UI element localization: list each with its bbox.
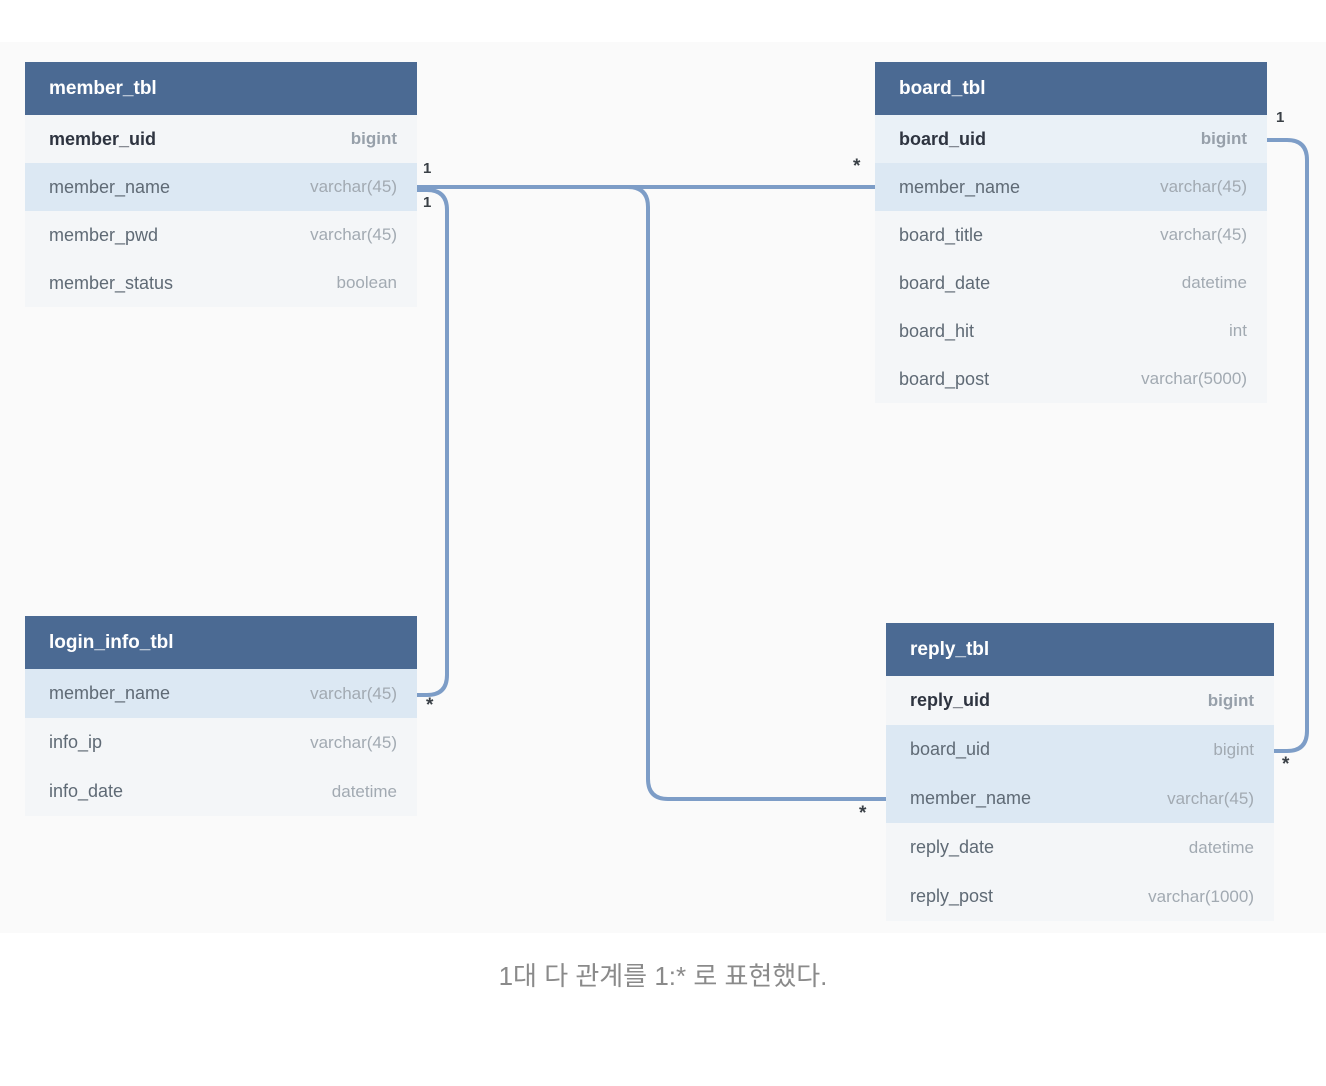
column-name: member_name: [49, 176, 171, 197]
column-name: member_name: [49, 683, 171, 703]
column-name: reply_post: [910, 886, 994, 906]
table-row: info_date datetime: [25, 767, 417, 816]
column-name: board_uid: [899, 128, 987, 149]
column-name: board_post: [899, 368, 990, 389]
column-name: board_title: [899, 224, 984, 245]
table-row: info_ip varchar(45): [25, 718, 417, 767]
column-type: varchar(45): [1160, 177, 1247, 196]
column-type: bigint: [1213, 739, 1254, 759]
table-row: board_title varchar(45): [875, 211, 1267, 259]
table-row: member_status boolean: [25, 259, 417, 307]
table-title-reply_tbl: reply_tbl: [886, 623, 1274, 676]
column-name: member_uid: [49, 128, 157, 149]
column-type: datetime: [1181, 273, 1247, 292]
table-reply_tbl: reply_tbl reply_uid bigint board_uid big…: [886, 623, 1274, 921]
cardinality-label-board-reply-many: *: [1282, 754, 1290, 775]
table-row: member_pwd varchar(45): [25, 211, 417, 259]
table-board_tbl: board_tbl board_uid bigint member_name v…: [875, 62, 1267, 403]
table-row: board_uid bigint: [875, 115, 1267, 163]
column-name: member_pwd: [49, 224, 159, 245]
column-type: varchar(1000): [1148, 886, 1254, 906]
column-name: board_uid: [910, 739, 991, 759]
relationship-line-member-login: [417, 188, 449, 697]
column-name: reply_uid: [910, 690, 991, 710]
table-row: reply_date datetime: [886, 823, 1274, 872]
column-type: varchar(45): [310, 732, 397, 752]
table-row: board_date datetime: [875, 259, 1267, 307]
table-row: board_uid bigint: [886, 725, 1274, 774]
column-name: board_hit: [899, 320, 975, 341]
table-row: member_name varchar(45): [886, 774, 1274, 823]
table-row: member_name varchar(45): [875, 163, 1267, 211]
table-row: member_name varchar(45): [25, 163, 417, 211]
column-type: datetime: [1188, 837, 1254, 857]
relationship-line-member-reply: [417, 185, 886, 801]
column-name: member_status: [49, 272, 174, 293]
column-type: int: [1229, 321, 1247, 340]
erd-canvas: member_tbl member_uid bigint member_name…: [0, 42, 1326, 933]
table-row: reply_post varchar(1000): [886, 872, 1274, 921]
column-type: datetime: [331, 781, 397, 801]
column-type: boolean: [336, 273, 397, 292]
table-row: board_hit int: [875, 307, 1267, 355]
caption: 1대 다 관계를 1:* 로 표현했다.: [498, 961, 828, 991]
table-row: reply_uid bigint: [886, 676, 1274, 725]
column-type: bigint: [1200, 129, 1247, 148]
cardinality-label-member-board-many: *: [853, 156, 861, 177]
column-type: varchar(45): [310, 177, 397, 196]
column-type: varchar(45): [1167, 788, 1254, 808]
cardinality-label-board-reply-1: 1: [1276, 109, 1285, 126]
cardinality-label-member-login-many: *: [426, 695, 434, 716]
table-row: board_post varchar(5000): [875, 355, 1267, 403]
table-title-member_tbl: member_tbl: [25, 62, 417, 115]
table-row: member_uid bigint: [25, 115, 417, 163]
column-name: reply_date: [910, 837, 995, 857]
column-type: varchar(45): [1160, 225, 1247, 244]
table-title-login_info_tbl: login_info_tbl: [25, 616, 417, 669]
cardinality-label-member-board-1: 1: [423, 160, 432, 177]
cardinality-label-member-reply-many: *: [859, 803, 867, 824]
table-title-board_tbl: board_tbl: [875, 62, 1267, 115]
column-type: varchar(5000): [1141, 369, 1247, 388]
table-login_info_tbl: login_info_tbl member_name varchar(45) i…: [25, 616, 417, 816]
column-name: member_name: [899, 176, 1021, 197]
column-type: bigint: [350, 129, 397, 148]
column-type: varchar(45): [310, 683, 397, 703]
table-row: member_name varchar(45): [25, 669, 417, 718]
column-type: bigint: [1207, 690, 1254, 710]
column-name: info_ip: [49, 732, 103, 752]
column-name: board_date: [899, 272, 991, 293]
column-name: info_date: [49, 781, 124, 801]
cardinality-label-member-login-1: 1: [423, 194, 432, 211]
column-name: member_name: [910, 788, 1032, 808]
table-member_tbl: member_tbl member_uid bigint member_name…: [25, 62, 417, 307]
column-type: varchar(45): [310, 225, 397, 244]
